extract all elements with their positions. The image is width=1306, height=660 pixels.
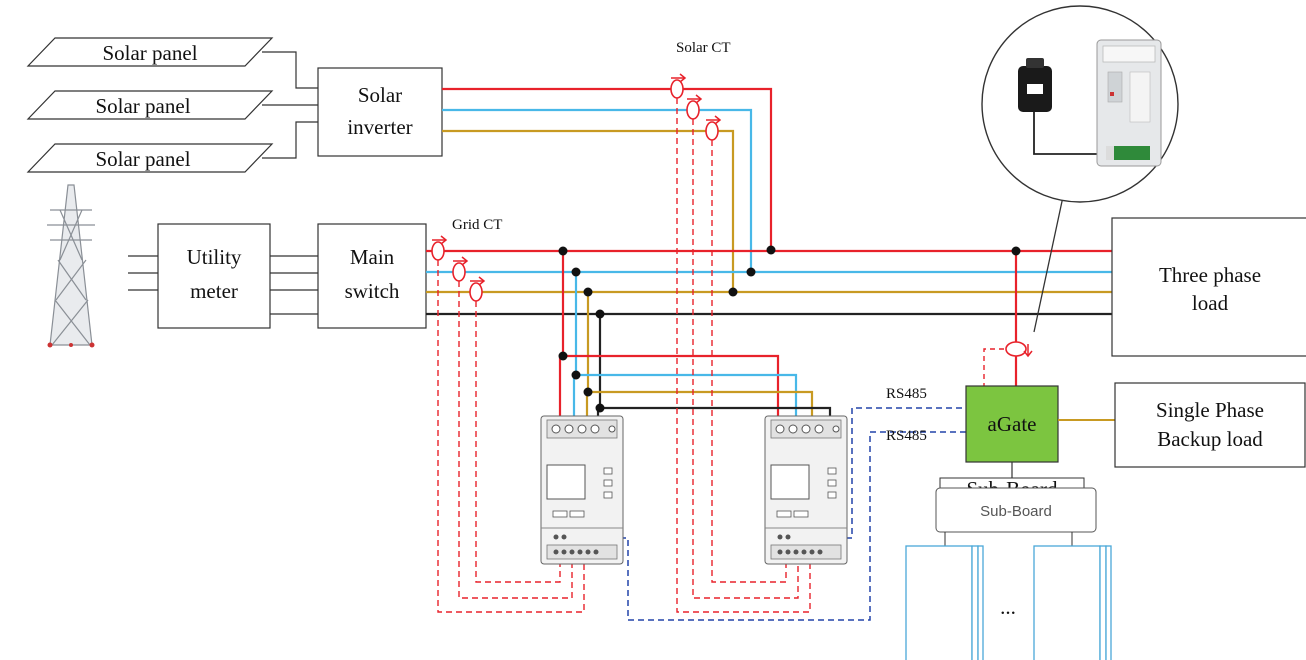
solar-ct-sensors xyxy=(670,79,719,141)
junction-dots xyxy=(558,245,1021,413)
grid-ct-l3-icon xyxy=(469,282,483,302)
svg-text:Utility: Utility xyxy=(187,245,242,269)
svg-text:Main: Main xyxy=(350,245,395,269)
agate-ct xyxy=(983,341,1033,386)
grid-ct-label: Grid CT xyxy=(452,217,502,233)
rs485-label-bottom: RS485 xyxy=(886,428,927,444)
grid-ct-signal-wires xyxy=(437,260,585,613)
utility-feed-lines xyxy=(128,255,158,291)
single-phase-backup-load: Single Phase Backup load xyxy=(1114,382,1306,468)
main-switch: Main switch xyxy=(317,223,427,329)
transmission-tower-icon xyxy=(47,184,95,348)
inverter-output-lines xyxy=(442,87,773,292)
svg-text:inverter: inverter xyxy=(347,115,412,139)
panel-connectors xyxy=(262,51,318,159)
sub-board-front: Sub-Board xyxy=(935,487,1097,533)
solar-panel-3: Solar panel xyxy=(26,143,274,173)
solar-ct-label: Solar CT xyxy=(676,40,731,56)
three-phase-load: Three phase load xyxy=(1111,217,1306,357)
agate-box: aGate xyxy=(965,385,1059,463)
energy-meter-1 xyxy=(540,415,624,565)
svg-text:switch: switch xyxy=(345,279,400,303)
meter1-tap-lines xyxy=(558,251,602,420)
grid-ct-l2-icon xyxy=(452,262,466,282)
solar-ct-l1-icon xyxy=(670,79,684,99)
battery-module-1 xyxy=(905,545,984,660)
ct-clamp-icon xyxy=(1018,58,1052,112)
solar-panel-1-label: Solar panel xyxy=(102,41,197,65)
main-bus-lines xyxy=(426,249,1112,316)
agate-label: aGate xyxy=(988,412,1037,436)
svg-text:Three phase: Three phase xyxy=(1159,263,1261,287)
svg-text:Sub-Board: Sub-Board xyxy=(980,503,1052,520)
solar-ct-l2-icon xyxy=(686,100,700,120)
rs485-label-top: RS485 xyxy=(886,386,927,402)
battery-ellipsis: ... xyxy=(1000,595,1016,619)
utility-meter: Utility meter xyxy=(157,223,271,329)
meter2-display xyxy=(770,464,810,500)
solar-ct-signal-wires xyxy=(676,98,811,613)
ct-arrows xyxy=(432,73,722,286)
battery-module-2 xyxy=(1033,545,1112,660)
solar-panel-2: Solar panel xyxy=(26,90,274,120)
meter-module-icon xyxy=(1096,39,1162,167)
meter1-display xyxy=(546,464,586,500)
svg-text:meter: meter xyxy=(190,279,238,303)
solar-inverter: Solar inverter xyxy=(317,67,443,157)
meter-to-switch-lines xyxy=(270,255,318,315)
svg-text:Single Phase: Single Phase xyxy=(1156,398,1264,422)
solar-ct-l3-icon xyxy=(705,121,719,141)
solar-panel-2-label: Solar panel xyxy=(95,94,190,118)
magnifier-callout xyxy=(981,5,1179,333)
agate-ct-icon xyxy=(1005,341,1027,357)
solar-panel-1: Solar panel xyxy=(26,37,274,67)
svg-text:Backup load: Backup load xyxy=(1157,427,1263,451)
solar-panel-3-label: Solar panel xyxy=(95,147,190,171)
grid-ct-l1-icon xyxy=(431,241,445,261)
sub-board-to-battery-lines xyxy=(944,532,1073,546)
svg-text:load: load xyxy=(1192,291,1229,315)
svg-text:Solar: Solar xyxy=(358,83,402,107)
energy-meter-2 xyxy=(764,415,848,565)
